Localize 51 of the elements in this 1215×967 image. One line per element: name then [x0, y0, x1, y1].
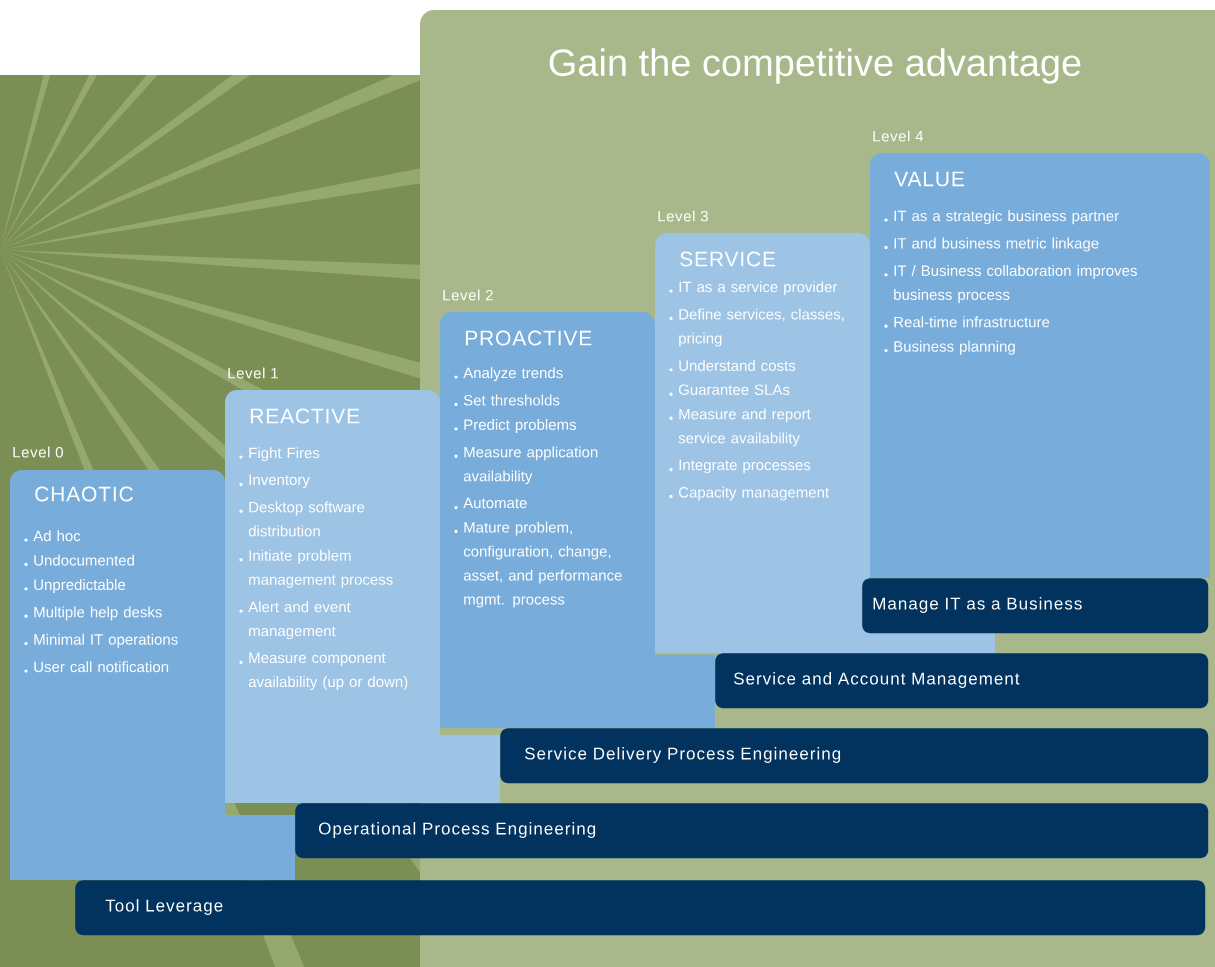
- bullet-item: Automate: [454, 497, 527, 510]
- bullet-item: Minimal IT operations: [24, 633, 178, 648]
- level-label: Level 3: [658, 210, 708, 222]
- bullet-item: Analyze trends: [454, 367, 563, 382]
- level-title: SERVICE: [680, 251, 776, 267]
- level-band: Service and Account Management: [715, 653, 1209, 709]
- level-band: Operational Process Engineering: [295, 803, 1209, 859]
- bullet-item: Undocumented: [24, 554, 134, 566]
- level-title: CHAOTIC: [35, 486, 133, 502]
- level-label: Level 0: [13, 446, 63, 458]
- bullet-item: Multiple help desks: [24, 606, 162, 621]
- bullet-item: Desktop software distribution: [239, 501, 365, 537]
- bullet-item: User call notification: [24, 661, 169, 673]
- bullet-item: Guarantee SLAs: [669, 384, 790, 396]
- level-band: Manage IT as a Business: [862, 578, 1209, 634]
- bullet-item: Unpredictable: [24, 579, 126, 593]
- bullet-item: Predict problems: [454, 419, 576, 433]
- bullet-item: Mature problem, configuration, change, asset, and performance mgmt. process: [454, 521, 622, 608]
- level-column: [870, 153, 1210, 578]
- bullet-item: Initiate problem management process: [239, 549, 393, 588]
- level-band: Tool Leverage: [75, 880, 1206, 936]
- bullet-item: Fight Fires: [239, 447, 320, 462]
- bullet-item: Ad hoc: [24, 530, 81, 542]
- bullet-item: Business planning: [884, 340, 1015, 355]
- level-column: [655, 233, 870, 653]
- level-title: REACTIVE: [250, 408, 360, 424]
- bullet-item: Integrate processes: [669, 459, 811, 474]
- bullet-item: Measure and report service availability: [669, 408, 811, 447]
- bullet-item: Alert and event management: [239, 601, 351, 640]
- bullet-item: IT as a strategic business partner: [884, 210, 1119, 225]
- bullet-item: Set thresholds: [454, 394, 560, 406]
- title: Gain the competitive advantage: [549, 48, 1081, 84]
- bullet-item: Measure component availability (up or down): [239, 652, 408, 691]
- bullet-item: Define services, classes, pricing: [669, 308, 844, 347]
- bullet-item: Real-time infrastructure: [884, 316, 1050, 328]
- level-column: [10, 470, 225, 880]
- bullet-item: IT / Business collaboration improves business process: [884, 264, 1137, 303]
- level-column: [225, 390, 440, 803]
- level-label: Level 4: [873, 130, 924, 142]
- bullet-item: Inventory: [239, 474, 310, 488]
- level-label: Level 1: [228, 367, 278, 379]
- level-title: PROACTIVE: [465, 330, 592, 346]
- bullet-item: Capacity management: [669, 486, 829, 501]
- level-title: VALUE: [894, 171, 964, 187]
- level-label: Level 2: [443, 289, 493, 301]
- level-column: [440, 312, 655, 728]
- bullet-item: IT and business metric linkage: [884, 237, 1099, 252]
- bullet-item: Measure application availability: [454, 446, 598, 485]
- level-band: Service Delivery Process Engineering: [500, 728, 1209, 784]
- bullet-item: Understand costs: [669, 359, 796, 372]
- bullet-item: IT as a service provider: [669, 281, 838, 296]
